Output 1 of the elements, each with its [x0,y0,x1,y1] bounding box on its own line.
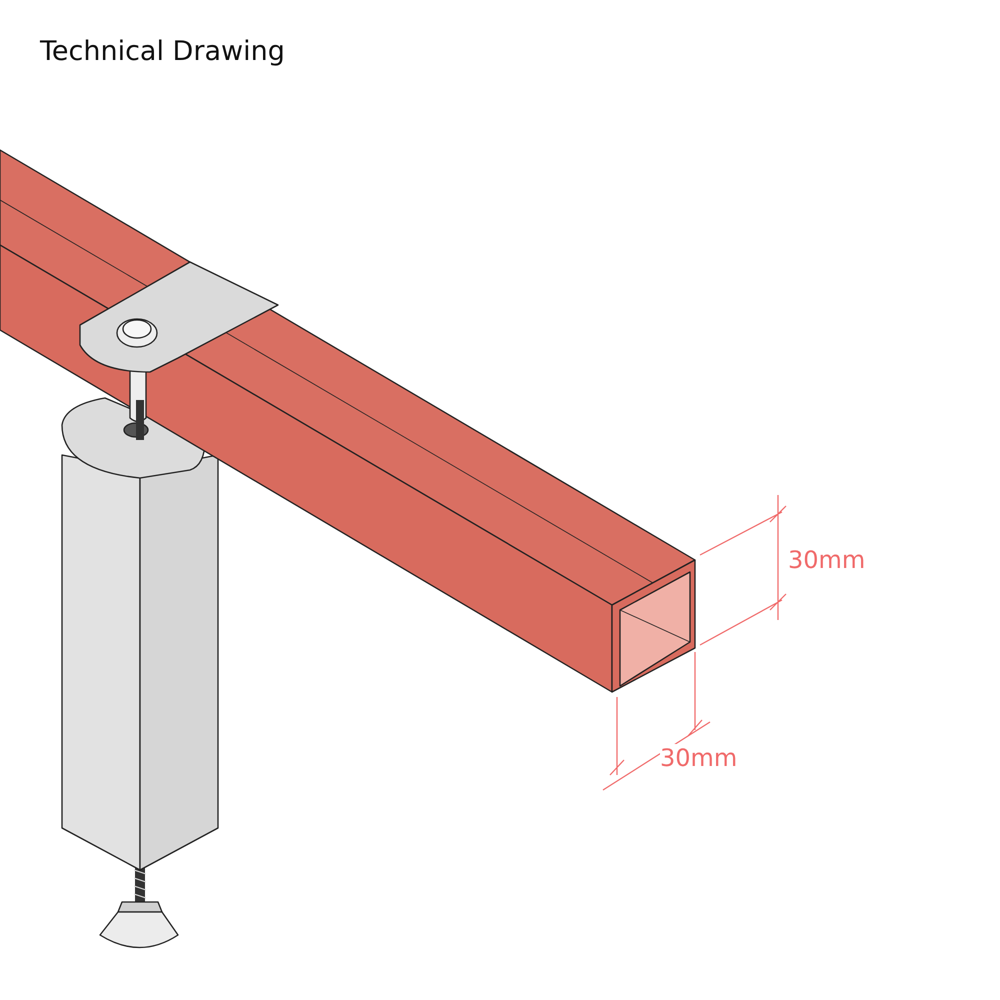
diagram-title: Technical Drawing [40,36,285,67]
